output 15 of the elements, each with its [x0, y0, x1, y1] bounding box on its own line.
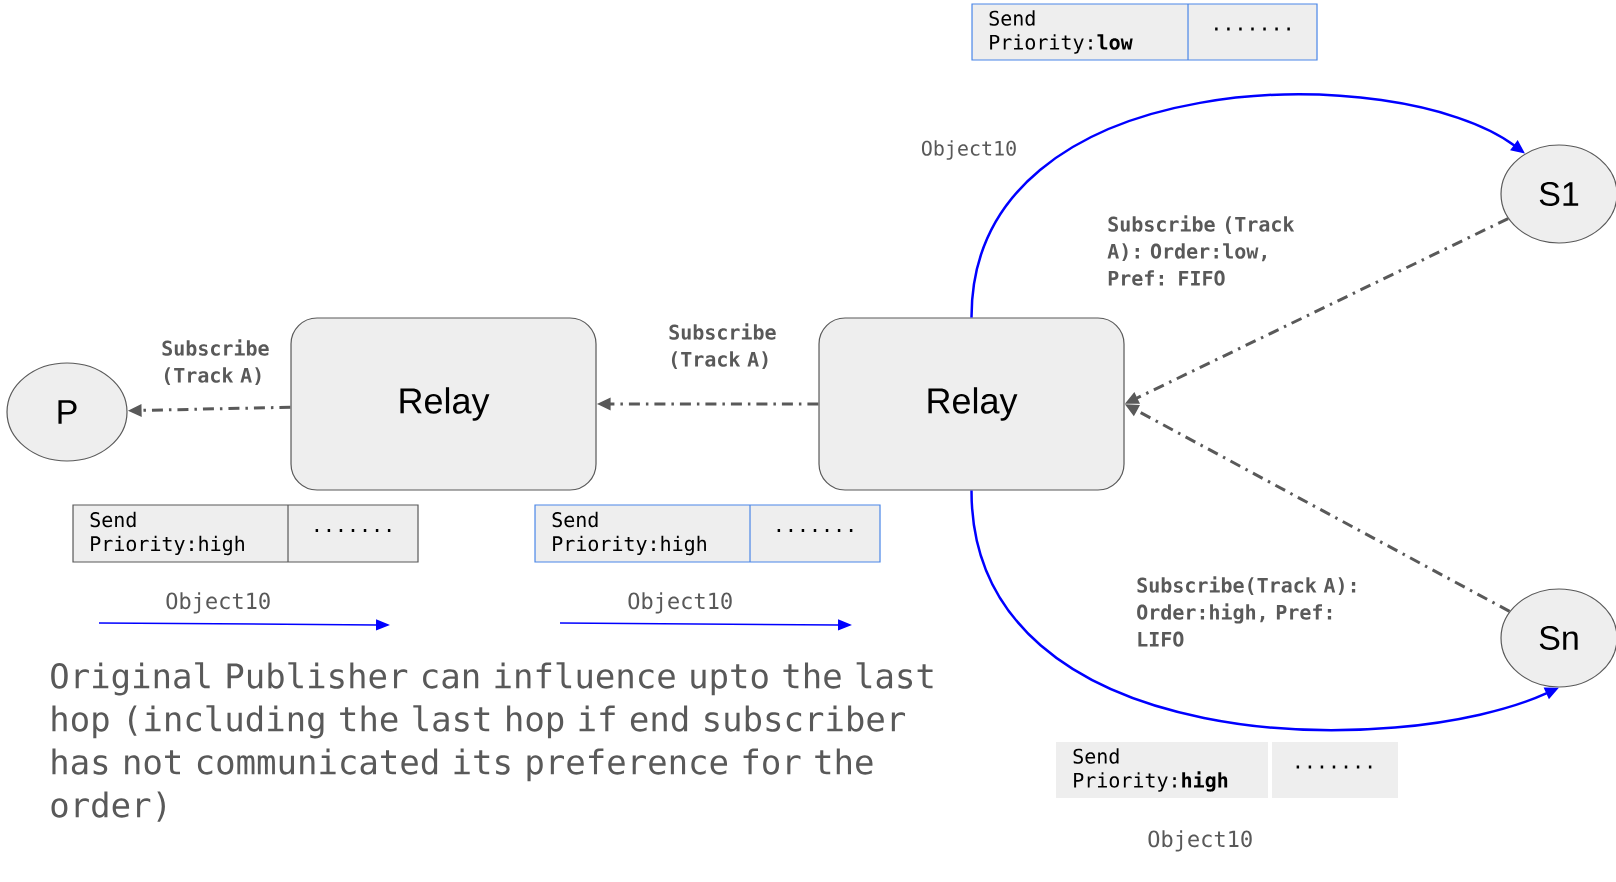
edge-label: Subscribe (Track A): Order:low, Pref: FIFO	[1106, 214, 1309, 287]
note-text: Original Publisher can influence upto the last hop (including the last hop if end subscriber has not communicated its preference for the order)	[51, 662, 933, 822]
queue-table: Send Priority:high .......	[72, 504, 419, 563]
object-label: Object10	[1148, 830, 1252, 852]
object-label: Object10	[166, 592, 270, 614]
object-label: Object10	[628, 592, 732, 614]
relay-box: Relay	[290, 317, 597, 491]
edge-label: Subscribe (Track A)	[667, 322, 788, 371]
edge-label: Subscribe (Track A)	[160, 338, 281, 387]
edge-label: Subscribe(Track A): Order:high, Pref: LIFO	[1135, 575, 1374, 648]
queue-table: Send Priority:high .......	[1056, 742, 1398, 798]
queue-table: Send Priority:high .......	[534, 504, 881, 563]
relay-box: Relay	[818, 317, 1125, 491]
queue-table: Send Priority:low .......	[971, 3, 1318, 61]
edge-label: Object10	[919, 139, 1022, 161]
